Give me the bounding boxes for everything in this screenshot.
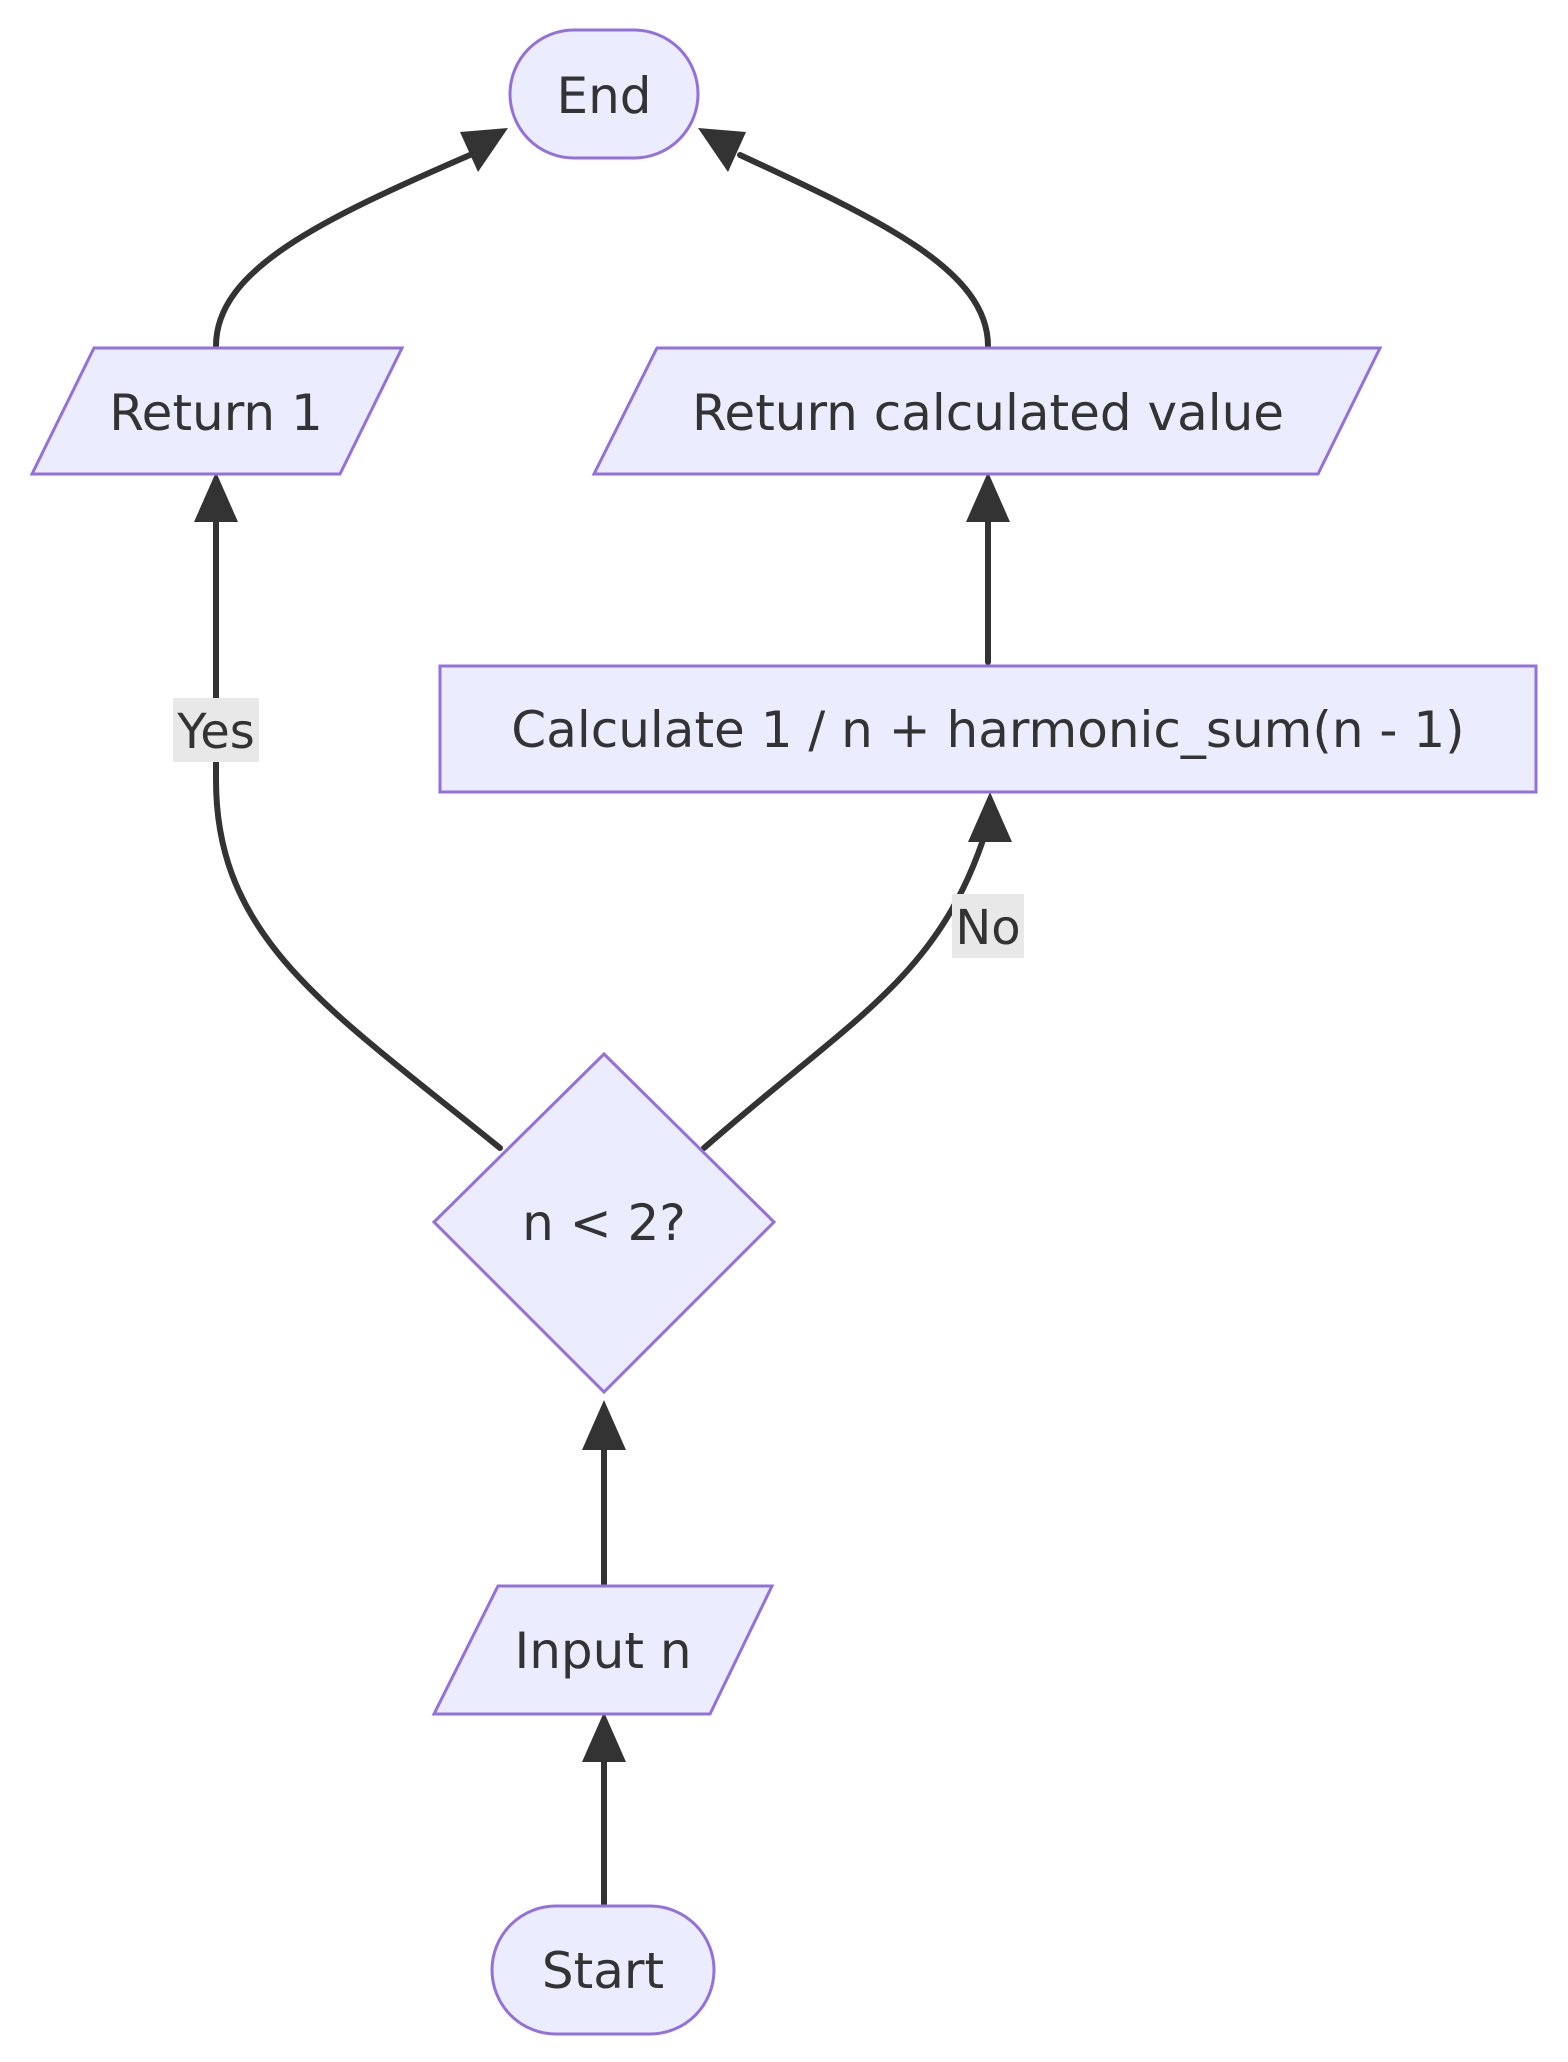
decision-label: n < 2?: [522, 1194, 686, 1252]
calculate-label: Calculate 1 / n + harmonic_sum(n - 1): [511, 701, 1464, 759]
return-value-node: Return calculated value: [591, 346, 1383, 476]
input-label: Input n: [514, 1622, 691, 1680]
arrowhead-end-right: [698, 128, 746, 172]
arrowhead-return-one: [194, 472, 238, 522]
edge-return-value-to-end: [737, 152, 991, 349]
decision-node: n < 2?: [431, 1051, 777, 1395]
start-node: Start: [490, 1904, 716, 2036]
edge-decision-to-return-one: [213, 517, 503, 1151]
return-value-label: Return calculated value: [692, 384, 1284, 442]
edge-return-one-to-end: [213, 152, 473, 349]
start-label: Start: [542, 1942, 664, 2000]
arrowhead-return-value: [966, 472, 1010, 522]
arrowhead-decision: [582, 1400, 626, 1450]
edge-decision-to-calculate: [701, 837, 986, 1151]
return-one-label: Return 1: [109, 384, 323, 442]
edge-label-yes: Yes: [173, 698, 259, 762]
end-node-label: End: [556, 67, 651, 125]
end-node: End: [508, 28, 700, 160]
arrowhead-calculate: [968, 792, 1012, 842]
input-node: Input n: [431, 1584, 775, 1716]
yes-label-text: Yes: [176, 704, 254, 760]
no-label-text: No: [955, 900, 1020, 956]
arrowhead-input: [582, 1712, 626, 1762]
arrowhead-end-left: [460, 128, 508, 172]
calculate-node: Calculate 1 / n + harmonic_sum(n - 1): [438, 664, 1538, 794]
return-one-node: Return 1: [29, 346, 405, 476]
edge-label-no: No: [952, 894, 1024, 958]
